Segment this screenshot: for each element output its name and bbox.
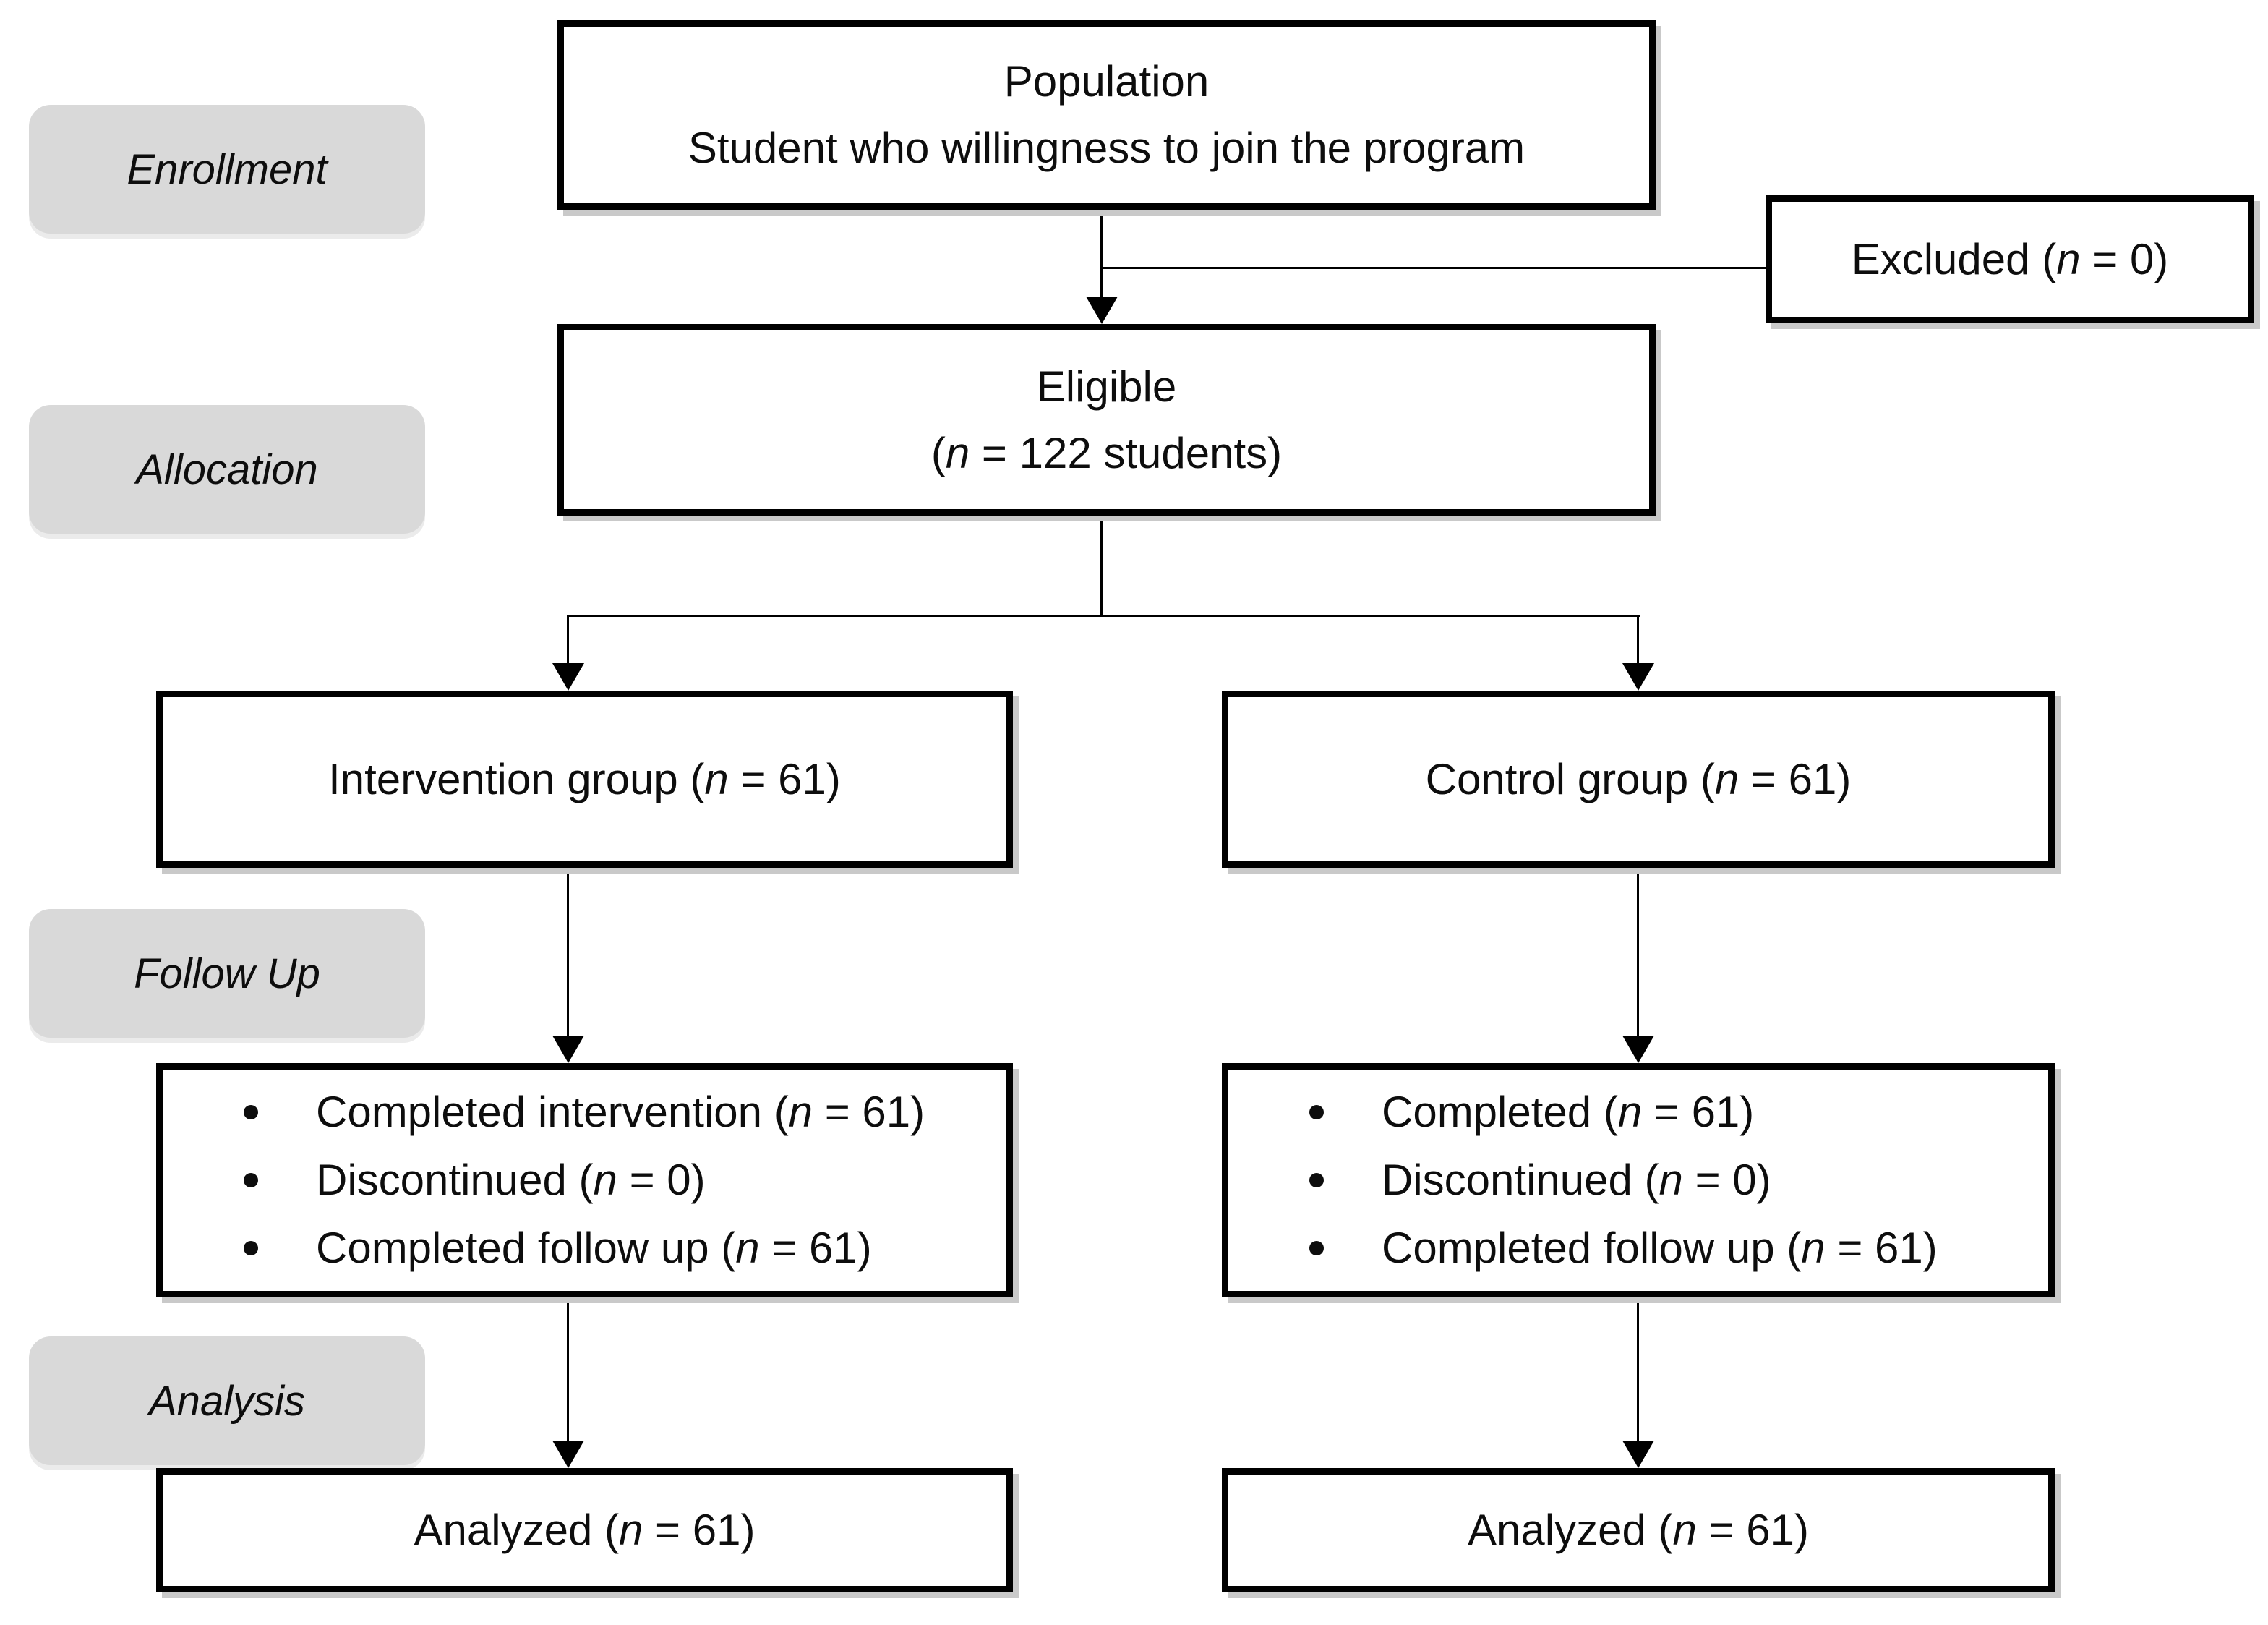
followup-item-label: Discontinued (n = 0) [316, 1156, 706, 1204]
connector-followup-to-analyzed-left [567, 1297, 569, 1443]
bullet-icon [244, 1173, 258, 1187]
bullet-icon [244, 1241, 258, 1255]
connector-control-to-followup [1637, 868, 1639, 1038]
stage-label-enrollment: Enrollment [29, 105, 425, 234]
connector-split-horizontal [567, 615, 1640, 617]
control-group-box: Control group (n = 61) [1222, 691, 2055, 868]
control-group-label: Control group (n = 61) [1425, 754, 1852, 803]
bullet-icon [244, 1105, 258, 1119]
followup-item-label: Completed intervention (n = 61) [316, 1088, 925, 1136]
population-subtitle: Student who willingness to join the prog… [688, 124, 1525, 172]
control-followup-list: Completed (n = 61) Discontinued (n = 0) … [1228, 1087, 2048, 1274]
bullet-icon [1309, 1105, 1324, 1119]
excluded-label: Excluded (n = 0) [1851, 234, 2169, 283]
population-box: Population Student who willingness to jo… [557, 20, 1656, 210]
eligible-count: (n = 122 students) [930, 428, 1283, 477]
list-item: Completed follow up (n = 61) [1228, 1223, 2048, 1274]
connector-followup-to-analyzed-right [1637, 1297, 1639, 1443]
population-title: Population [1004, 57, 1210, 106]
bullet-icon [1309, 1173, 1324, 1187]
connector-split-to-intervention [567, 615, 569, 665]
stage-label-analysis: Analysis [29, 1336, 425, 1465]
followup-item-label: Completed follow up (n = 61) [316, 1224, 872, 1272]
list-item: Completed (n = 61) [1228, 1087, 2048, 1138]
list-item: Completed intervention (n = 61) [163, 1087, 1006, 1138]
followup-item-label: Completed follow up (n = 61) [1382, 1224, 1938, 1272]
intervention-group-label: Intervention group (n = 61) [328, 754, 841, 803]
connector-population-to-eligible [1100, 210, 1103, 298]
arrowhead-intervention-followup [552, 1036, 584, 1063]
list-item: Discontinued (n = 0) [163, 1155, 1006, 1206]
intervention-group-box: Intervention group (n = 61) [156, 691, 1013, 868]
intervention-followup-box: Completed intervention (n = 61) Disconti… [156, 1063, 1013, 1297]
control-analyzed-box: Analyzed (n = 61) [1222, 1468, 2055, 1592]
stage-label-follow-up: Follow Up [29, 909, 425, 1038]
connector-intervention-to-followup [567, 868, 569, 1038]
stage-label-allocation: Allocation [29, 405, 425, 534]
arrowhead-analyzed-left [552, 1441, 584, 1468]
arrowhead-eligible [1086, 297, 1118, 324]
bullet-icon [1309, 1241, 1324, 1255]
list-item: Discontinued (n = 0) [1228, 1155, 2048, 1206]
control-analyzed-label: Analyzed (n = 61) [1468, 1506, 1809, 1554]
connector-split-to-control [1637, 615, 1639, 665]
arrowhead-control-followup [1622, 1036, 1654, 1063]
arrowhead-control-group [1622, 663, 1654, 691]
connector-to-excluded [1102, 267, 1766, 269]
followup-item-label: Discontinued (n = 0) [1382, 1156, 1771, 1204]
eligible-box: Eligible (n = 122 students) [557, 324, 1656, 516]
eligible-title: Eligible [1036, 362, 1177, 411]
control-followup-box: Completed (n = 61) Discontinued (n = 0) … [1222, 1063, 2055, 1297]
intervention-analyzed-label: Analyzed (n = 61) [414, 1506, 756, 1554]
followup-item-label: Completed (n = 61) [1382, 1088, 1755, 1136]
intervention-analyzed-box: Analyzed (n = 61) [156, 1468, 1013, 1592]
connector-eligible-to-split [1100, 516, 1103, 616]
excluded-box: Excluded (n = 0) [1766, 195, 2254, 323]
intervention-followup-list: Completed intervention (n = 61) Disconti… [163, 1087, 1006, 1274]
arrowhead-intervention-group [552, 663, 584, 691]
list-item: Completed follow up (n = 61) [163, 1223, 1006, 1274]
arrowhead-analyzed-right [1622, 1441, 1654, 1468]
